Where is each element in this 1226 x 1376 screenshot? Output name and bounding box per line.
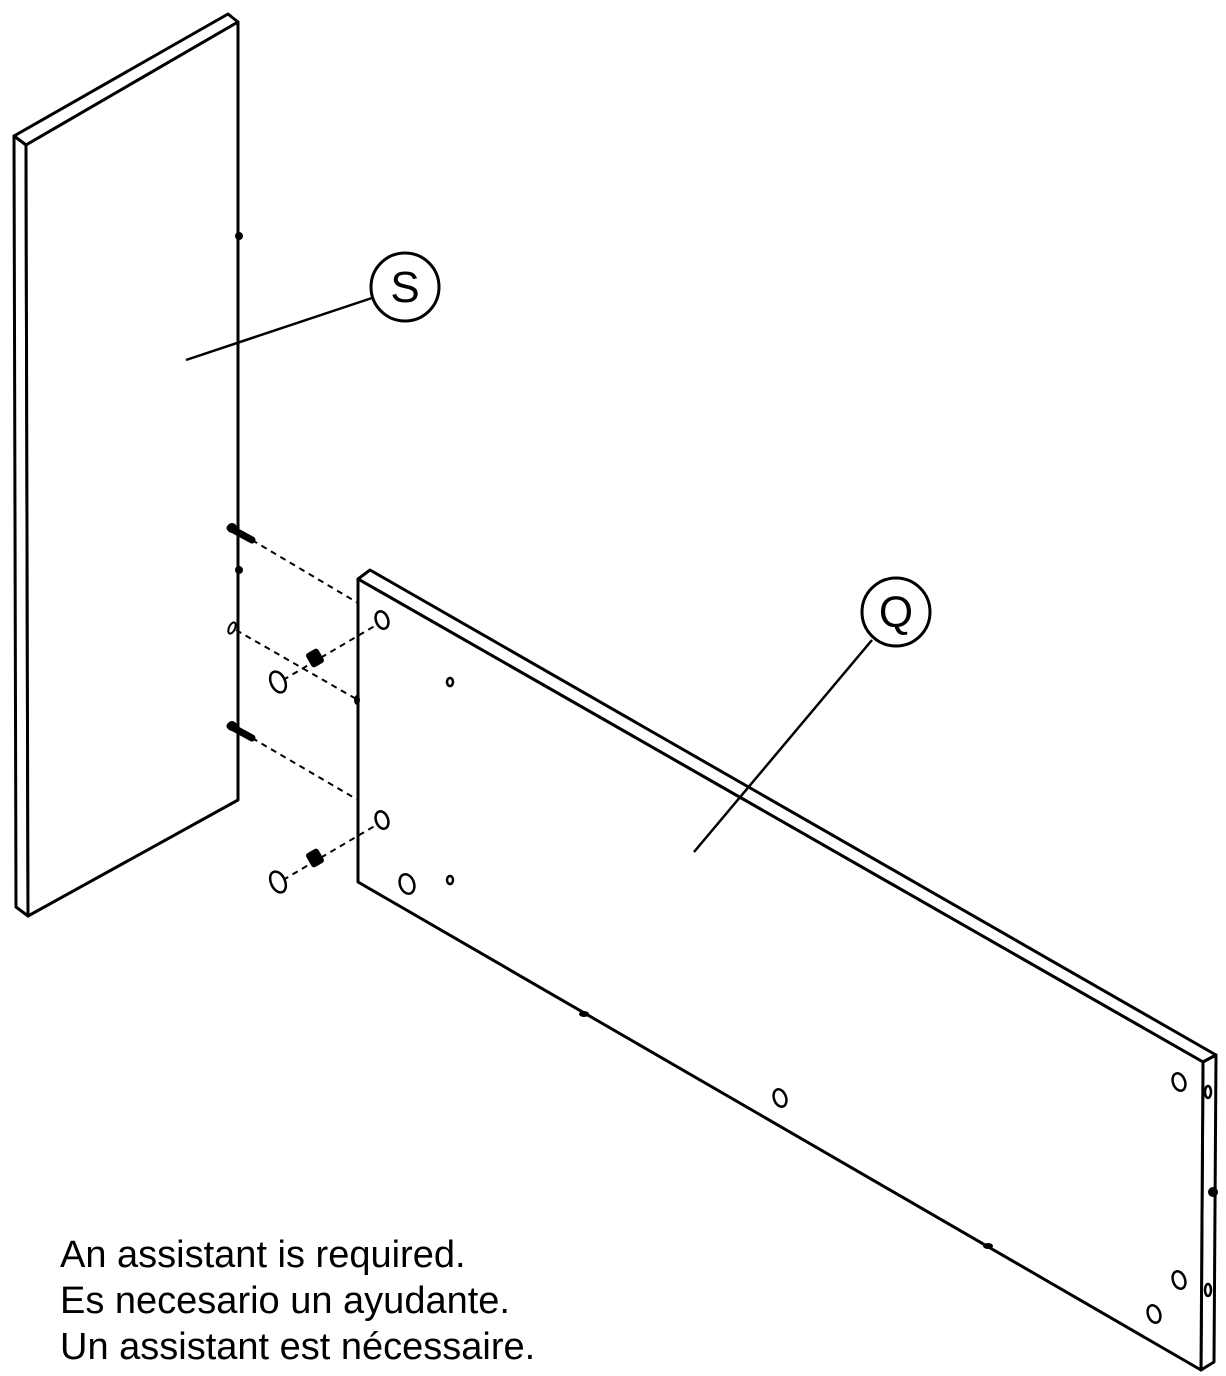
- assistant-notes: An assistant is required. Es necesario u…: [60, 1232, 535, 1370]
- note-english: An assistant is required.: [60, 1234, 466, 1276]
- callout-s-label: S: [390, 263, 419, 312]
- note-spanish: Es necesario un ayudante.: [60, 1280, 510, 1322]
- bottom-panel-q: [356, 568, 1218, 1372]
- cam-lock-upper: [268, 648, 324, 694]
- note-french: Un assistant est nécessaire.: [60, 1326, 536, 1368]
- callout-q-leader: [693, 639, 873, 853]
- cam-bolt-upper: [226, 523, 256, 544]
- side-panel-s-dowel-hole: [227, 621, 237, 635]
- bottom-panel-q-front-face: [356, 577, 1205, 1372]
- callout-s: S: [369, 251, 441, 323]
- side-panel-s-cam-studs: [235, 232, 243, 574]
- callout-q: Q: [860, 576, 932, 648]
- callout-q-label: Q: [879, 588, 913, 637]
- cam-lock-lower: [268, 848, 324, 894]
- side-panel-s: [12, 12, 240, 918]
- cam-bolt-lower: [226, 721, 256, 742]
- side-panel-s-front-face: [24, 20, 240, 918]
- callout-s-leader: [185, 296, 373, 362]
- bottom-panel-q-holes: [374, 610, 1213, 1324]
- alignment-lines: [235, 539, 379, 881]
